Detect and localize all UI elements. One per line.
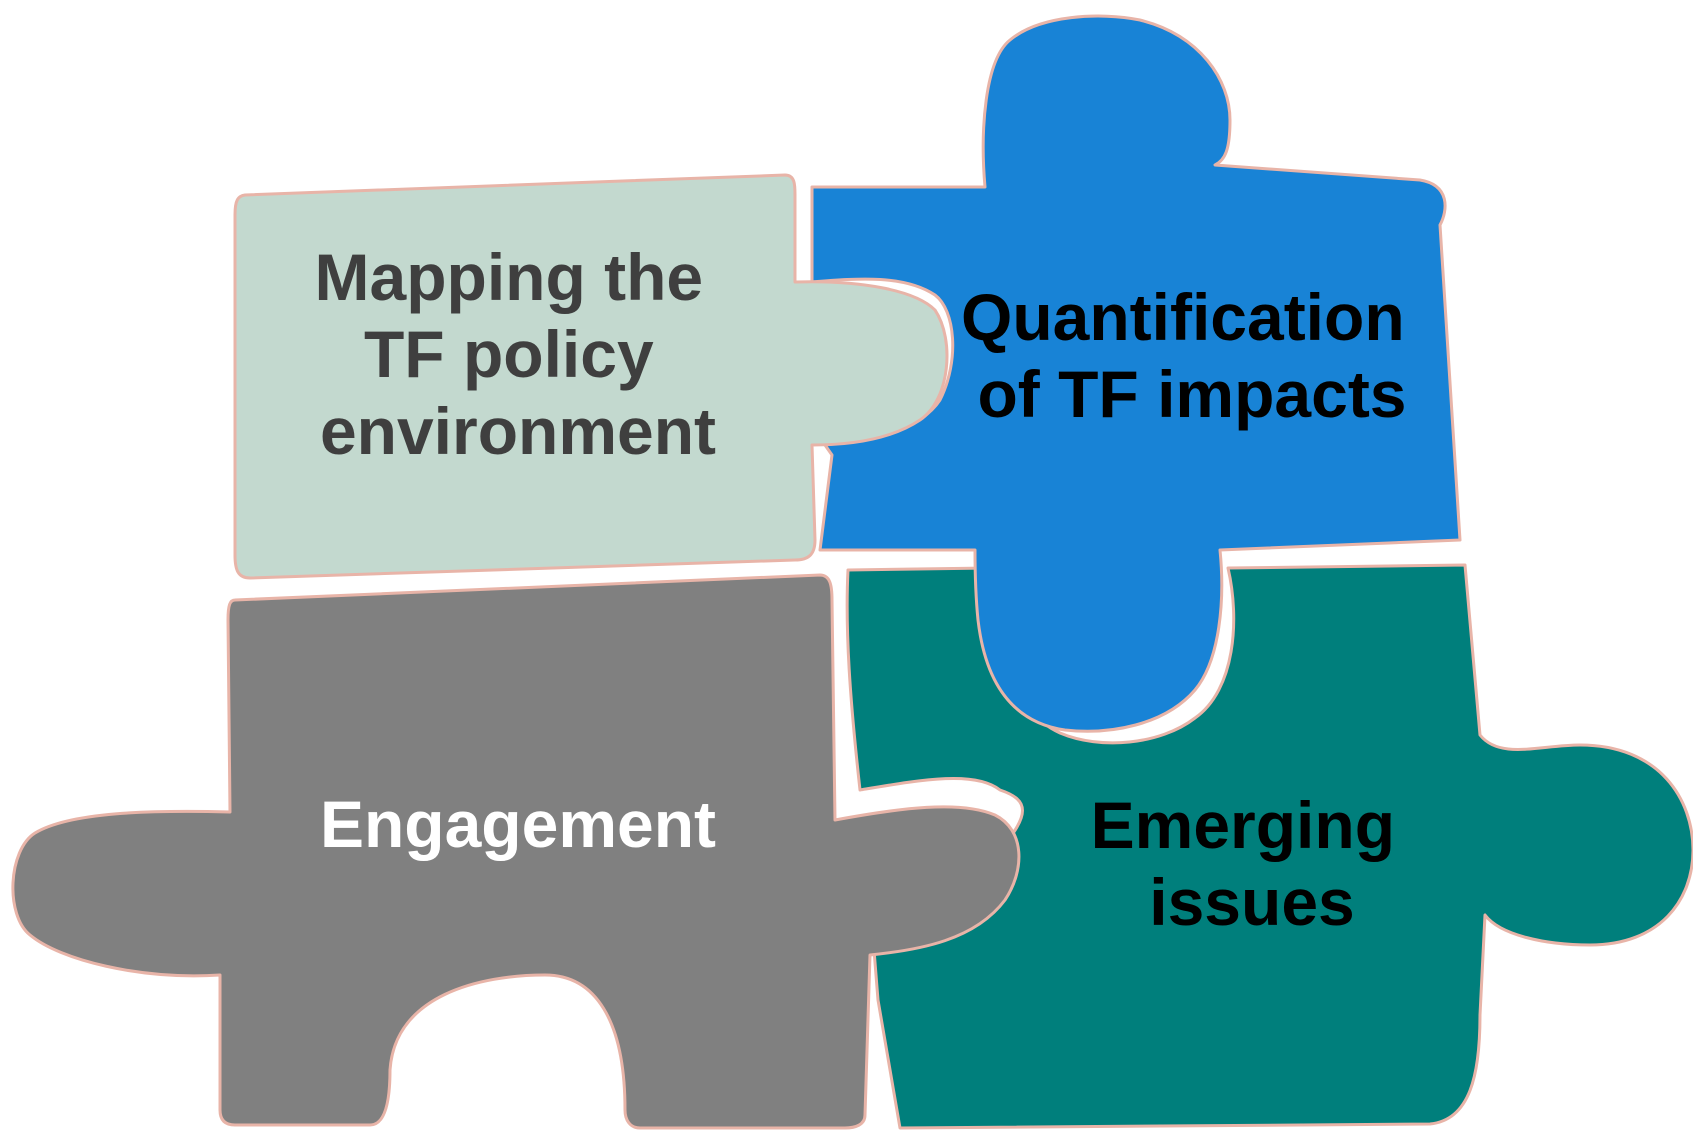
engagement-label-line-1: Engagement [320,787,716,861]
mapping-label-line-1: Mapping the [315,240,704,314]
emerging-issues-piece [845,563,1693,1130]
quantification-piece [810,14,1462,733]
emerging-issues-label: Emerging issues [1091,788,1414,939]
mapping-label: Mapping the TF policy environment [315,240,722,468]
quantification-label-line-2: of TF impacts [977,357,1406,431]
engagement-label: Engagement [320,787,716,861]
quantification-label: Quantification of TF impacts [961,280,1423,431]
emerging-issues-label-line-1: Emerging [1091,788,1395,862]
mapping-label-line-2: TF policy [364,317,654,391]
quantification-label-line-1: Quantification [961,280,1405,354]
mapping-label-line-3: environment [320,394,716,468]
engagement-piece [11,573,1021,1130]
emerging-issues-label-line-2: issues [1149,865,1354,939]
mapping-piece [233,173,949,580]
